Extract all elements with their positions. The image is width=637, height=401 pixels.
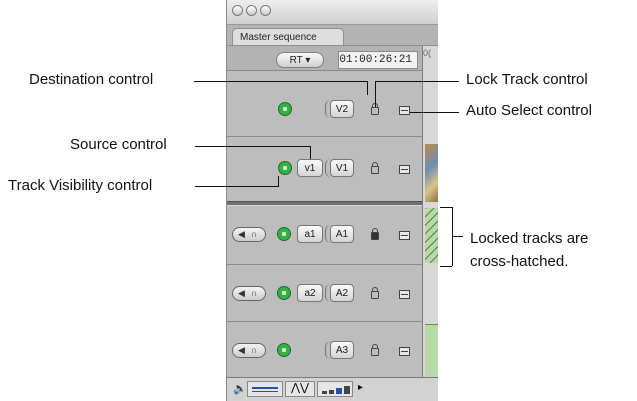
lock-track-icon[interactable]: [371, 287, 379, 299]
rt-menu-button[interactable]: RT ▾: [276, 52, 324, 68]
leader-line: [278, 176, 279, 187]
tab-divider: [227, 45, 438, 46]
leader-line: [195, 186, 278, 187]
headphones-icon[interactable]: ∩: [251, 345, 258, 355]
leader-line: [440, 266, 452, 267]
lock-track-locked-icon[interactable]: [371, 228, 379, 240]
close-icon[interactable]: [232, 5, 243, 16]
headphones-icon[interactable]: ∩: [251, 288, 258, 298]
source-control-a2[interactable]: a2: [297, 284, 323, 302]
source-control-a1[interactable]: a1: [297, 225, 323, 243]
title-bar[interactable]: [227, 0, 438, 25]
lock-track-icon[interactable]: [371, 162, 379, 174]
track-visibility-icon[interactable]: [278, 161, 292, 175]
callout-locked-line2: cross-hatched.: [470, 253, 569, 270]
timeline-bottom-toolbar: 🔈 ⋀⋁ ▸: [227, 377, 438, 401]
audio-mute-solo-control[interactable]: ◀ ∩: [232, 286, 266, 301]
track-separator: [227, 321, 423, 322]
patch-bracket-icon: [325, 159, 331, 177]
track-row-a1: ◀ ∩ a1 A1: [227, 206, 423, 264]
track-row-a3: ◀ ∩ A3: [227, 322, 423, 377]
audio-mute-solo-control[interactable]: ◀ ∩: [232, 227, 266, 242]
zoom-icon[interactable]: [260, 5, 271, 16]
audio-mute-solo-control[interactable]: ◀ ∩: [232, 343, 266, 358]
leader-line: [452, 236, 463, 237]
audio-visibility-icon[interactable]: [277, 343, 291, 357]
speaker-icon[interactable]: ◀: [238, 229, 245, 239]
audio-clip[interactable]: [425, 324, 438, 380]
timecode-field[interactable]: 01:00:26:21: [338, 51, 418, 69]
audio-visibility-icon[interactable]: [277, 227, 291, 241]
track-row-v1: v1 V1: [227, 137, 423, 201]
destination-control-a2[interactable]: A2: [330, 284, 354, 302]
leader-line: [375, 81, 376, 107]
auto-select-icon[interactable]: [399, 165, 410, 174]
locked-audio-clip[interactable]: [425, 208, 438, 263]
destination-control-v1[interactable]: V1: [330, 159, 354, 177]
track-visibility-icon[interactable]: [278, 102, 292, 116]
lock-track-icon[interactable]: [371, 103, 379, 115]
track-separator: [227, 136, 423, 137]
patch-bracket-icon: [325, 100, 331, 118]
callout-autoselect: Auto Select control: [466, 102, 592, 119]
track-height-control[interactable]: [317, 381, 353, 397]
destination-control-a3[interactable]: A3: [330, 341, 354, 359]
leader-line: [195, 146, 310, 147]
source-control-v1[interactable]: v1: [297, 159, 323, 177]
auto-select-icon[interactable]: [399, 231, 410, 240]
scroll-right-icon[interactable]: ▸: [358, 382, 364, 393]
patch-bracket-icon: [325, 225, 331, 243]
auto-select-icon[interactable]: [399, 290, 410, 299]
callout-locked-line1: Locked tracks are: [470, 230, 589, 247]
leader-line: [367, 81, 368, 95]
clip-overlays-button[interactable]: [247, 381, 283, 397]
callout-visibility: Track Visibility control: [8, 177, 153, 194]
callout-lock: Lock Track control: [466, 71, 588, 88]
destination-control-a1[interactable]: A1: [330, 225, 354, 243]
audio-speaker-icon[interactable]: 🔈: [233, 383, 247, 395]
leader-line: [194, 81, 367, 82]
callout-destination: Destination control: [29, 71, 154, 88]
ruler-fragment: 0(: [423, 48, 432, 58]
timeline-window: Master sequence RT ▾ 01:00:26:21 V2 v1 V…: [226, 0, 438, 401]
track-separator: [227, 70, 423, 71]
video-clip-thumbnail[interactable]: [425, 144, 438, 202]
patch-bracket-icon: [325, 284, 331, 302]
timeline-area[interactable]: 0(: [422, 46, 438, 401]
speaker-icon[interactable]: ◀: [238, 288, 245, 298]
sequence-tab[interactable]: Master sequence: [232, 28, 344, 46]
video-audio-divider[interactable]: [227, 201, 423, 206]
leader-line: [410, 112, 459, 113]
leader-line: [440, 207, 452, 208]
leader-line: [310, 146, 311, 159]
speaker-icon[interactable]: ◀: [238, 345, 245, 355]
auto-select-icon[interactable]: [399, 106, 410, 115]
track-row-a2: ◀ ∩ a2 A2: [227, 265, 423, 321]
keyframes-button[interactable]: ⋀⋁: [285, 381, 315, 397]
minimize-icon[interactable]: [246, 5, 257, 16]
lock-track-icon[interactable]: [371, 344, 379, 356]
auto-select-icon[interactable]: [399, 347, 410, 356]
track-separator: [227, 264, 423, 265]
leader-line: [375, 81, 459, 82]
destination-control-v2[interactable]: V2: [330, 100, 354, 118]
audio-visibility-icon[interactable]: [277, 286, 291, 300]
callout-source: Source control: [70, 136, 167, 153]
patch-bracket-icon: [325, 341, 331, 359]
headphones-icon[interactable]: ∩: [251, 229, 258, 239]
